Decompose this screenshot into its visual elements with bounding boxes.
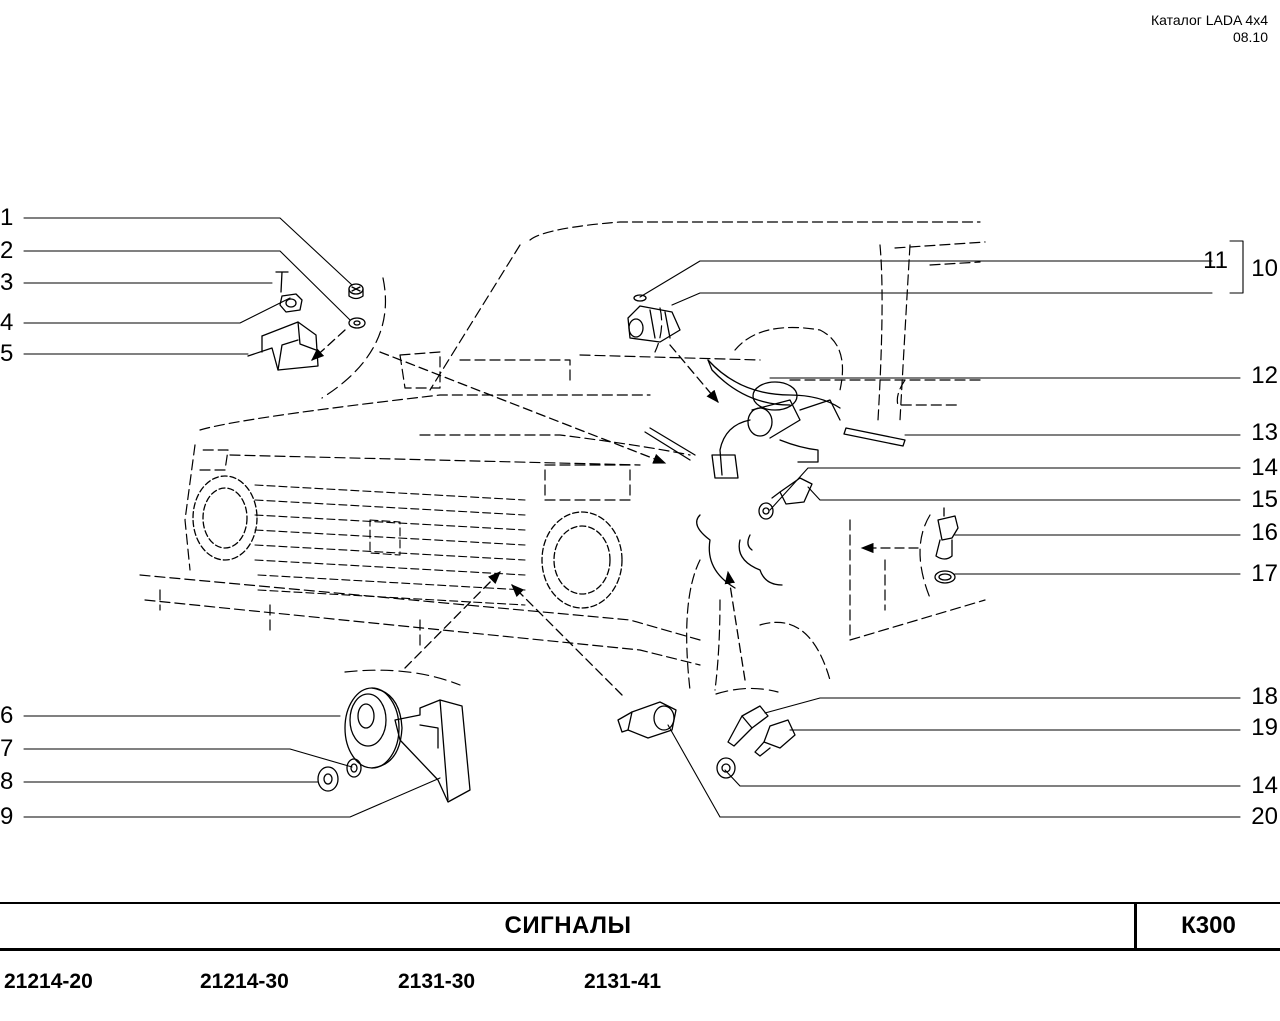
phantom-arcs [321, 277, 931, 695]
screw-part-3 [275, 271, 289, 293]
callout-1: 1 [0, 204, 14, 231]
switch-part-20 [617, 701, 677, 739]
bracket-part-5 [247, 321, 319, 371]
callout-14-upper: 14 [1251, 454, 1278, 481]
car-body-outline [139, 221, 986, 691]
model-list: 21214-20 21214-30 2131-30 2131-41 [0, 970, 1280, 996]
bulb-part-11 [633, 294, 647, 302]
callout-8: 8 [0, 768, 14, 795]
catalog-date: 08.10 [1232, 29, 1268, 45]
section-code: К300 [1181, 912, 1236, 939]
callout-9: 9 [0, 803, 14, 830]
callout-11: 11 [1203, 247, 1228, 274]
sensor-part-16 [935, 507, 959, 560]
model-item: 21214-20 [4, 970, 93, 993]
callout-17: 17 [1251, 560, 1278, 587]
sensor-part-19 [754, 719, 796, 757]
switch-part-12 [707, 359, 841, 479]
screw-part-1 [348, 283, 364, 300]
ring-part-17 [934, 570, 956, 584]
callout-2: 2 [0, 237, 14, 264]
leader-lines-left [23, 217, 441, 818]
bracket-part-9 [394, 699, 471, 803]
callout-12: 12 [1251, 362, 1278, 389]
socket-part-10 [627, 305, 681, 343]
callout-5: 5 [0, 340, 14, 367]
callout-7: 7 [0, 735, 14, 762]
callout-16: 16 [1251, 519, 1278, 546]
headlight-right [541, 511, 623, 609]
nut-part-14-lower [716, 757, 736, 779]
model-item: 21214-30 [200, 970, 289, 993]
nut-part-4 [279, 293, 303, 313]
callout-3: 3 [0, 269, 14, 296]
clamp-parts [696, 514, 783, 589]
exploded-parts-diagram [23, 217, 1244, 818]
callout-18: 18 [1251, 683, 1278, 710]
catalog-name: Каталог LADA 4x4 [1150, 12, 1268, 28]
model-item: 2131-41 [584, 970, 662, 993]
sensor-part-15 [771, 477, 813, 505]
leader-lines-right [639, 240, 1244, 818]
horn-part-6 [344, 687, 403, 769]
page-title: СИГНАЛЫ [504, 912, 632, 939]
strip-part-13 [843, 427, 906, 447]
callout-10: 10 [1251, 255, 1278, 282]
callout-6: 6 [0, 702, 14, 729]
radiator-grille [254, 484, 526, 606]
washer-part-2 [348, 317, 366, 329]
callout-13: 13 [1251, 419, 1278, 446]
sensor-part-18 [727, 705, 769, 747]
washer-part-7 [346, 758, 362, 778]
model-item: 2131-30 [398, 970, 476, 993]
callout-4: 4 [0, 309, 14, 336]
callout-20: 20 [1251, 803, 1278, 830]
title-bar: СИГНАЛЫ К300 [0, 902, 1280, 951]
callout-15: 15 [1251, 486, 1278, 513]
callout-19: 19 [1251, 714, 1278, 741]
nut-part-8 [317, 766, 339, 792]
assembly-arrows [311, 329, 919, 696]
title-divider [1134, 904, 1137, 948]
headlight-left [192, 475, 258, 561]
catalog-header: Каталог LADA 4x4 08.10 [1151, 12, 1268, 46]
nut-part-14-upper [758, 502, 774, 520]
callout-14-lower: 14 [1251, 772, 1278, 799]
wire-hint [644, 427, 696, 461]
